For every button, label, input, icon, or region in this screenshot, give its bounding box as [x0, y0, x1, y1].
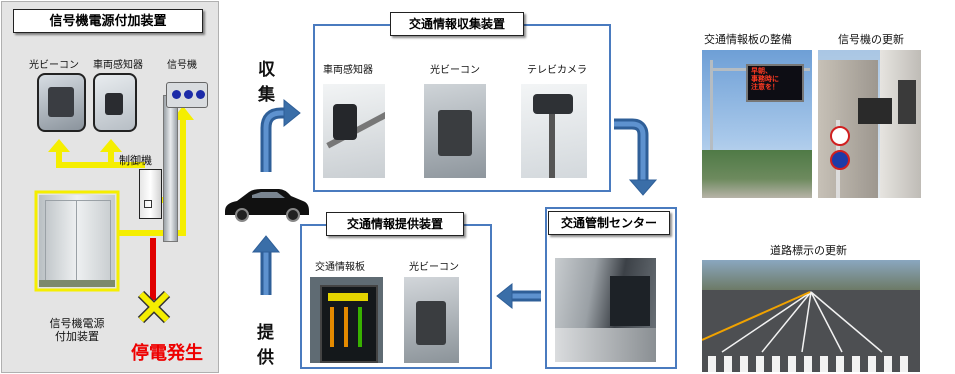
to-provision-arrow-head [496, 282, 513, 310]
signal-update-photo [818, 50, 921, 198]
left-panel-title: 信号機電源付加装置 [13, 9, 203, 33]
tv-camera-photo [521, 84, 587, 178]
road-marking-photo [702, 260, 920, 372]
label-vehicle-detector: 車両感知器 [93, 60, 143, 71]
car-icon [225, 189, 309, 222]
provide-char-2: 供 [257, 348, 274, 367]
collect-char-2: 集 [258, 85, 275, 104]
power-outage-label: 停電発生 [131, 343, 203, 363]
power-unit-photo [39, 195, 115, 287]
provision-item-label-2: 光ビーコン [409, 262, 459, 273]
vehicle-detector-camera-photo [323, 84, 385, 178]
info-board-sign-text: 早朝、 事務時に 注意を！ [751, 68, 779, 91]
road-marking-caption: 道路標示の更新 [770, 245, 847, 257]
info-board-sign: 早朝、 事務時に 注意を！ [746, 64, 804, 102]
collection-item-label-3: テレビカメラ [527, 65, 587, 76]
signal-update-caption: 信号機の更新 [838, 34, 904, 46]
light-beacon-camera-photo [424, 84, 486, 178]
collect-arrow-head [283, 98, 301, 128]
control-center-box [545, 207, 677, 369]
label-light-beacon: 光ビーコン [29, 60, 79, 71]
traffic-info-board-photo [310, 277, 383, 363]
label-controller: 制御機 [119, 155, 152, 167]
to-center-arrow-head [628, 179, 658, 196]
provision-box-title: 交通情報提供装置 [326, 212, 464, 236]
traffic-signal [166, 82, 208, 108]
provide-arrow-head [251, 235, 281, 253]
collection-item-label-2: 光ビーコン [430, 65, 480, 76]
vehicle-detector-photo [93, 73, 137, 132]
control-center-title: 交通管制センター [548, 211, 670, 235]
provision-light-beacon-photo [404, 277, 459, 363]
info-board-caption: 交通情報板の整備 [704, 34, 792, 46]
control-center-photo [555, 258, 656, 362]
provision-item-label-1: 交通情報板 [315, 262, 365, 273]
light-beacon-photo [37, 73, 86, 132]
collection-item-label-1: 車両感知器 [323, 65, 373, 76]
cut-mark-icon [137, 290, 171, 324]
label-power-unit: 信号機電源 付加装置 [49, 318, 105, 343]
collect-char-1: 収 [258, 60, 275, 79]
label-signal: 信号機 [167, 60, 197, 71]
controller-box [139, 169, 162, 219]
provide-char-1: 提 [257, 323, 274, 342]
collection-box-title: 交通情報収集装置 [390, 12, 524, 36]
info-board-photo: 早朝、 事務時に 注意を！ [702, 50, 812, 198]
